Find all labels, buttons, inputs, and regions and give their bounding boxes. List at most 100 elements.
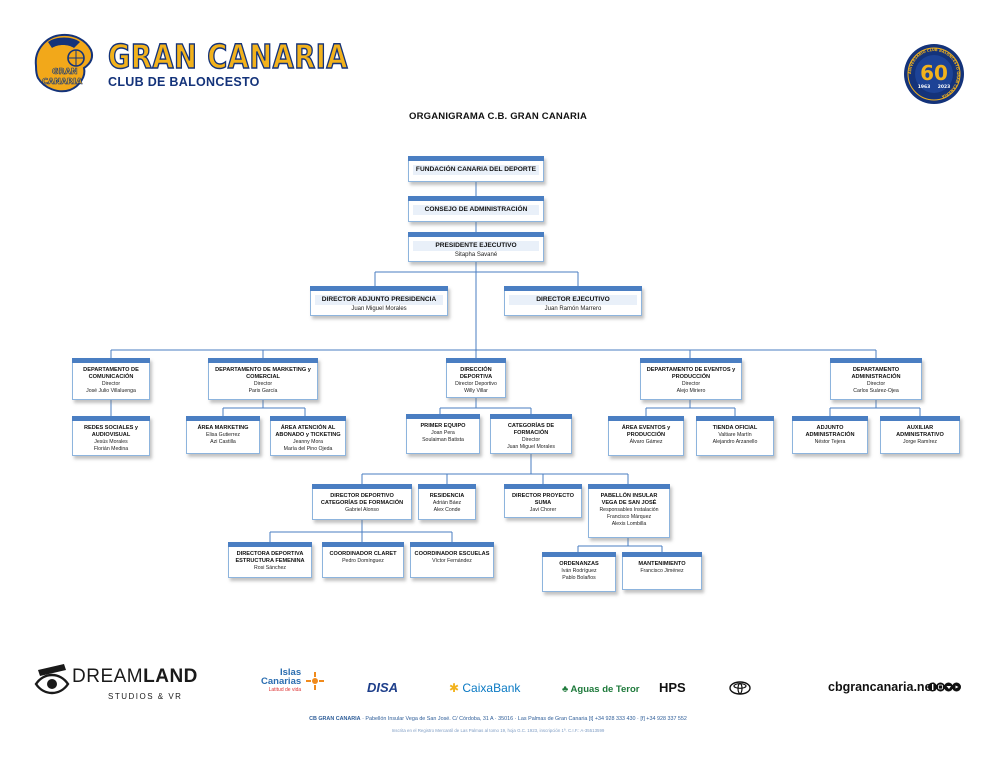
node-direccion-deportiva: DIRECCIÓN DEPORTIVA Director Deportivo W… <box>446 358 506 398</box>
node-person: Jeanny Mora <box>293 438 323 445</box>
dreamland-name: DREAMLAND <box>72 666 198 688</box>
node-title: DIRECTOR ADJUNTO PRESIDENCIA <box>315 295 443 305</box>
node-director-ejecutivo: DIRECTOR EJECUTIVO Juan Ramón Marrero <box>504 286 642 316</box>
node-presidente: PRESIDENTE EJECUTIVO Sitapha Savané <box>408 232 544 262</box>
node-title: COORDINADOR CLARET <box>329 551 397 557</box>
org-connectors <box>110 182 921 552</box>
node-person: Víctor Fernández <box>432 557 472 564</box>
node-person: Juan Ramón Marrero <box>544 306 602 312</box>
node-pabellon: PABELLÓN INSULAR VEGA DE SAN JOSÉ Respon… <box>588 484 670 538</box>
islas-line2: Canarias <box>261 676 302 687</box>
node-redes-sociales: REDES SOCIALES y AUDIOVISUAL Jesús Moral… <box>72 416 150 456</box>
address-org: CB GRAN CANARIA <box>309 716 361 722</box>
node-title: DEPARTAMENTO DE EVENTOS y PRODUCCIÓN <box>646 367 736 380</box>
dreamland-name-light: DREAM <box>72 666 144 687</box>
aguas-label: Aguas de Teror <box>570 684 640 695</box>
node-person: Director <box>866 380 886 387</box>
islas-line1: Islas <box>280 667 302 678</box>
node-marketing: DEPARTAMENTO DE MARKETING y COMERCIAL Di… <box>208 358 318 400</box>
brand-title: GRAN CANARIA <box>107 37 348 76</box>
node-person: Alejo Miriero <box>676 387 706 394</box>
node-coordinador-claret: COORDINADOR CLARET Pedro Domínguez <box>322 542 404 578</box>
dreamland-eye-icon <box>34 664 70 695</box>
node-coordinador-escuelas: COORDINADOR ESCUELAS Víctor Fernández <box>410 542 494 578</box>
node-proyecto-suma: DIRECTOR PROYECTO SUMA Javi Chorer <box>504 484 582 518</box>
node-person: Director <box>253 380 273 387</box>
node-person: Soulaiman Batista <box>422 436 464 443</box>
islas-canarias-sun-icon <box>306 672 324 690</box>
node-person: Director <box>521 436 541 443</box>
node-title: RESIDENCIA <box>429 493 465 499</box>
node-person: Pedro Domínguez <box>342 557 384 564</box>
footer-registry: Inscrita en el Registro Mercantil de Las… <box>391 728 605 733</box>
node-adjunto-administracion: ADJUNTO ADMINISTRACIÓN Néstor Tejera <box>792 416 868 454</box>
node-primer-equipo: PRIMER EQUIPO Joan Pera Soulaiman Batist… <box>406 414 480 454</box>
node-person: Azi Castilla <box>210 438 236 445</box>
node-title: ÁREA ATENCIÓN AL ABONADO y TICKETING <box>275 425 341 438</box>
node-consejo: CONSEJO DE ADMINISTRACIÓN <box>408 196 544 222</box>
node-person: Javi Chorer <box>529 506 557 513</box>
node-title: TIENDA OFICIAL <box>712 425 758 431</box>
node-categorias-formacion: CATEGORÍAS DE FORMACIÓN Director Juan Mi… <box>490 414 572 454</box>
caixabank-label: CaixaBank <box>462 681 521 695</box>
node-person: Juan Miguel Morales <box>507 443 555 450</box>
node-area-marketing: ÁREA MARKETING Elisa Gutierrez Azi Casti… <box>186 416 260 454</box>
node-person: Carlos Suárez-Ojea <box>853 387 899 394</box>
node-title: DIRECTOR DEPORTIVO CATEGORÍAS DE FORMACI… <box>320 493 404 506</box>
node-atencion-abonado: ÁREA ATENCIÓN AL ABONADO y TICKETING Jea… <box>270 416 346 456</box>
node-title: DIRECCIÓN DEPORTIVA <box>459 367 493 380</box>
node-person: Alex Conde <box>433 506 461 513</box>
node-person: José Julio Villaluenga <box>86 387 136 394</box>
dreamland-name-bold: LAND <box>143 666 198 687</box>
node-person: Paris García <box>248 387 278 394</box>
node-person: Valtiare Martín <box>718 431 752 438</box>
node-person: Francisco Márquez <box>606 513 652 520</box>
club-logo-icon: GRAN CANARIA <box>34 33 94 93</box>
node-auxiliar-administrativo: AUXILIAR ADMINISTRATIVO Jorge Ramírez <box>880 416 960 454</box>
node-person: Director <box>101 380 121 387</box>
node-estructura-femenina: DIRECTORA DEPORTIVA ESTRUCTURA FEMENINA … <box>228 542 312 578</box>
instagram-icon[interactable] <box>936 682 945 692</box>
caixabank-star-icon: ✱ <box>449 681 463 695</box>
node-director-adjunto: DIRECTOR ADJUNTO PRESIDENCIA Juan Miguel… <box>310 286 448 316</box>
logo-text-canaria: CANARIA <box>42 77 83 86</box>
anniversary-seal-icon: ANIVERSARIO CLUB BALONCESTO GRAN CANARIA… <box>904 44 964 104</box>
node-person: Juan Miguel Morales <box>351 306 407 312</box>
node-person: Gabriel Alonso <box>345 506 379 513</box>
node-fundacion: FUNDACIÓN CANARIA DEL DEPORTE <box>408 156 544 182</box>
node-person: Elisa Gutierrez <box>205 431 241 438</box>
islas-tagline: Latitud de vida <box>268 687 302 693</box>
node-residencia: RESIDENCIA Adrián Báez Alex Conde <box>418 484 476 520</box>
node-person: Alejandro Arzanello <box>712 438 758 445</box>
node-person: Alexis Lombilla <box>611 520 647 527</box>
node-person: Willy Villar <box>464 387 488 394</box>
logo-text-gran: GRAN <box>52 67 78 76</box>
toyota-logo-icon <box>729 681 751 695</box>
node-title: DEPARTAMENTO DE MARKETING y COMERCIAL <box>215 367 311 380</box>
node-person: Rosi Sánchez <box>253 564 286 571</box>
node-title: DEPARTAMENTO ADMINISTRACIÓN <box>851 367 901 380</box>
address-text: · Pabellón Insular Vega de San José. C/ … <box>360 716 687 722</box>
website-link[interactable]: cbgrancanaria.net <box>828 680 936 694</box>
sponsor-disa: DISA <box>367 680 399 695</box>
brand-subtitle: CLUB DE BALONCESTO <box>108 75 260 89</box>
node-title: ÁREA EVENTOS y PRODUCCIÓN <box>621 425 671 438</box>
node-title: PABELLÓN INSULAR VEGA DE SAN JOSÉ <box>600 493 658 506</box>
node-person: Francisco Jiménez <box>640 567 684 574</box>
node-title: PRESIDENTE EJECUTIVO <box>413 241 539 251</box>
node-title: PRIMER EQUIPO <box>420 423 466 429</box>
node-person: Responsables Instalación <box>599 506 659 513</box>
footer-address: CB GRAN CANARIA · Pabellón Insular Vega … <box>0 716 996 722</box>
anniversary-year-end: 2023 <box>938 84 951 90</box>
node-person: Álvaro Gámez <box>629 438 663 445</box>
node-title: CATEGORÍAS DE FORMACIÓN <box>507 423 555 436</box>
node-title: ÁREA MARKETING <box>197 425 249 431</box>
node-title: FUNDACIÓN CANARIA DEL DEPORTE <box>413 165 539 175</box>
node-person: Sitapha Savané <box>454 252 498 258</box>
sponsor-aguas-teror: ♣ Aguas de Teror <box>562 684 640 695</box>
node-person: Jesús Morales <box>94 438 128 445</box>
node-person: Pablo Bolaños <box>562 574 596 581</box>
node-title: ADJUNTO ADMINISTRACIÓN <box>805 425 855 438</box>
node-director-formacion: DIRECTOR DEPORTIVO CATEGORÍAS DE FORMACI… <box>312 484 412 520</box>
page-title: ORGANIGRAMA C.B. GRAN CANARIA <box>408 111 588 122</box>
